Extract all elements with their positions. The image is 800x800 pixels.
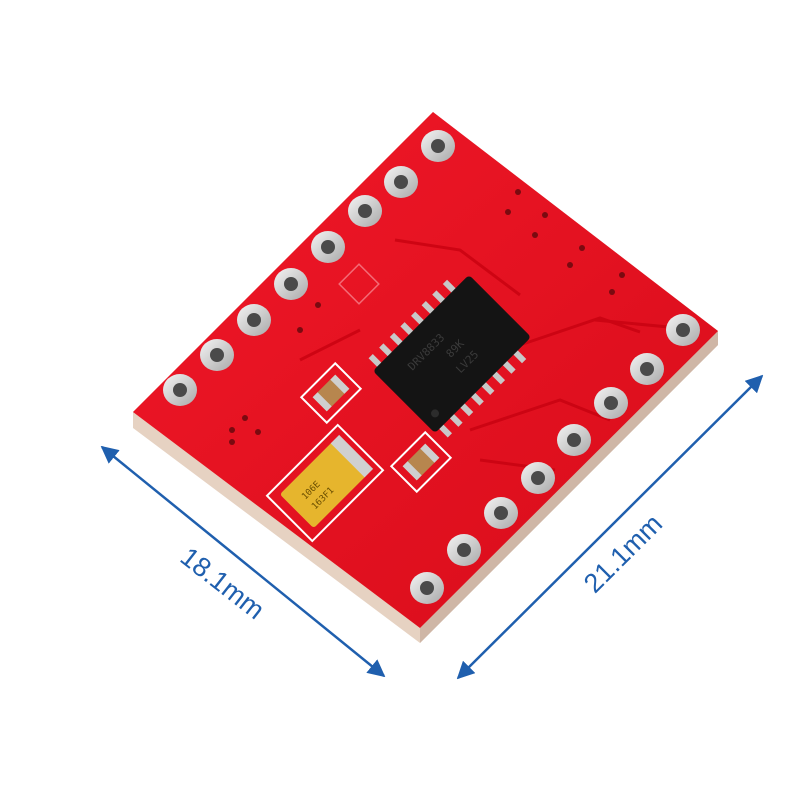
height-dimension-arrow — [456, 374, 764, 680]
left-header-pins — [163, 130, 455, 406]
smd-capacitor-1 — [299, 361, 363, 425]
pin-pad — [348, 195, 382, 227]
pin-pad — [484, 497, 518, 529]
pin-pad — [274, 268, 308, 300]
pin-pad — [410, 572, 444, 604]
driver-chip: DRV8833 89K LV25 — [368, 276, 530, 438]
pin-pad — [594, 387, 628, 419]
via-holes — [229, 189, 625, 445]
chip-pin1-dot — [431, 409, 440, 418]
pin-pad — [200, 339, 234, 371]
pin-pad — [163, 374, 197, 406]
pin-pad — [521, 462, 555, 494]
height-dimension-label: 21.1mm — [578, 508, 668, 598]
pin-pad — [237, 304, 271, 336]
smd-capacitor-2 — [389, 430, 453, 494]
pin-pad — [384, 166, 418, 198]
pin-pad — [666, 314, 700, 346]
pin-pad — [630, 353, 664, 385]
pin-pad — [557, 424, 591, 456]
pin-pad — [421, 130, 455, 162]
width-dimension-label: 18.1mm — [175, 541, 270, 625]
pin-pad — [311, 231, 345, 263]
chip-body — [374, 276, 530, 432]
pin-pad — [447, 534, 481, 566]
silkscreen-grid — [338, 263, 380, 305]
width-dimension-arrow — [100, 445, 386, 678]
